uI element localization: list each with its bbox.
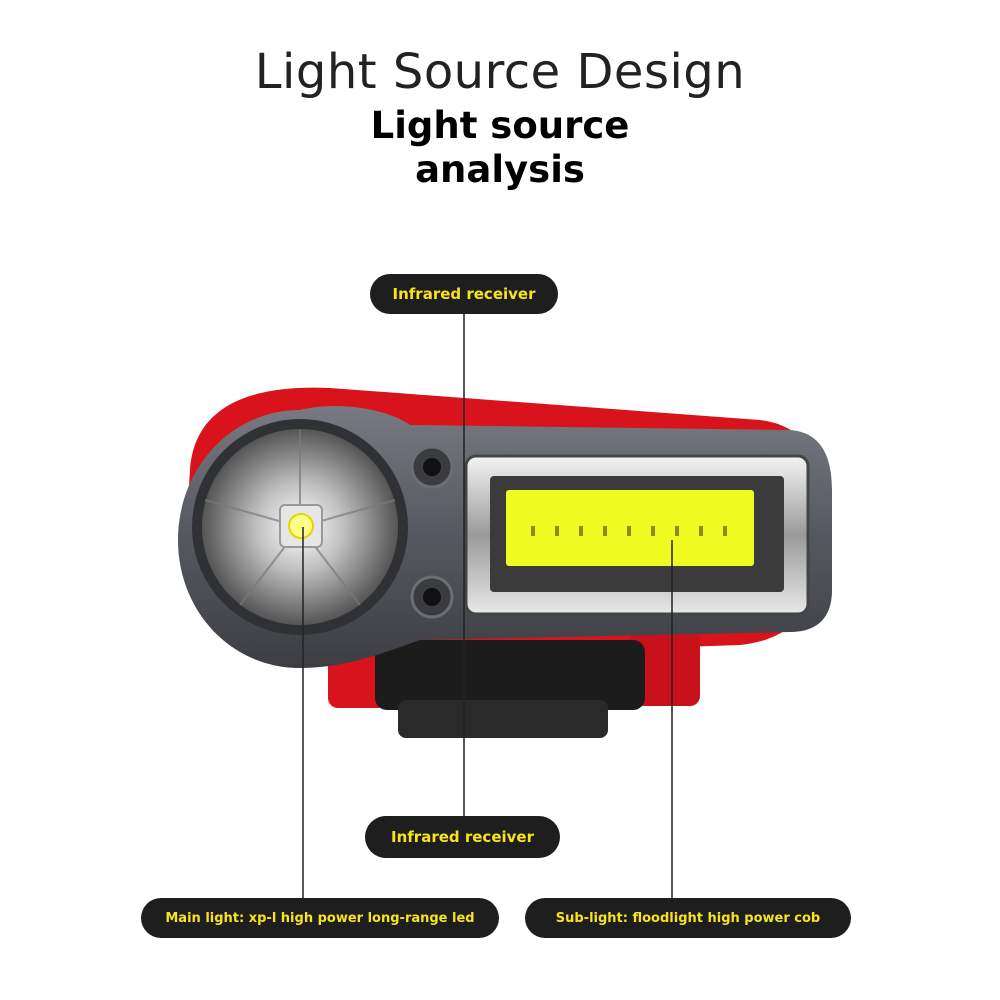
callout-main-light: Main light: xp-l high power long-range l… (141, 898, 499, 938)
led-emitter (288, 513, 314, 539)
callout-infrared-receiver-bottom: Infrared receiver (365, 816, 560, 858)
subtitle-line-2: analysis (415, 148, 585, 191)
page-subtitle: Light source analysis (300, 104, 700, 192)
infrared-receiver-bottom-lens (423, 588, 441, 606)
cob-dots (531, 526, 727, 536)
clip-red-right (630, 630, 700, 706)
callout-infrared-receiver-top: Infrared receiver (370, 274, 558, 314)
callout-sub-light: Sub-light: floodlight high power cob (525, 898, 851, 938)
infrared-receiver-top-lens (423, 458, 441, 476)
page-title: Light Source Design (254, 44, 746, 100)
subtitle-line-1: Light source (370, 104, 630, 147)
clip-black-bottom (398, 700, 608, 738)
clip-black-top (375, 640, 645, 710)
